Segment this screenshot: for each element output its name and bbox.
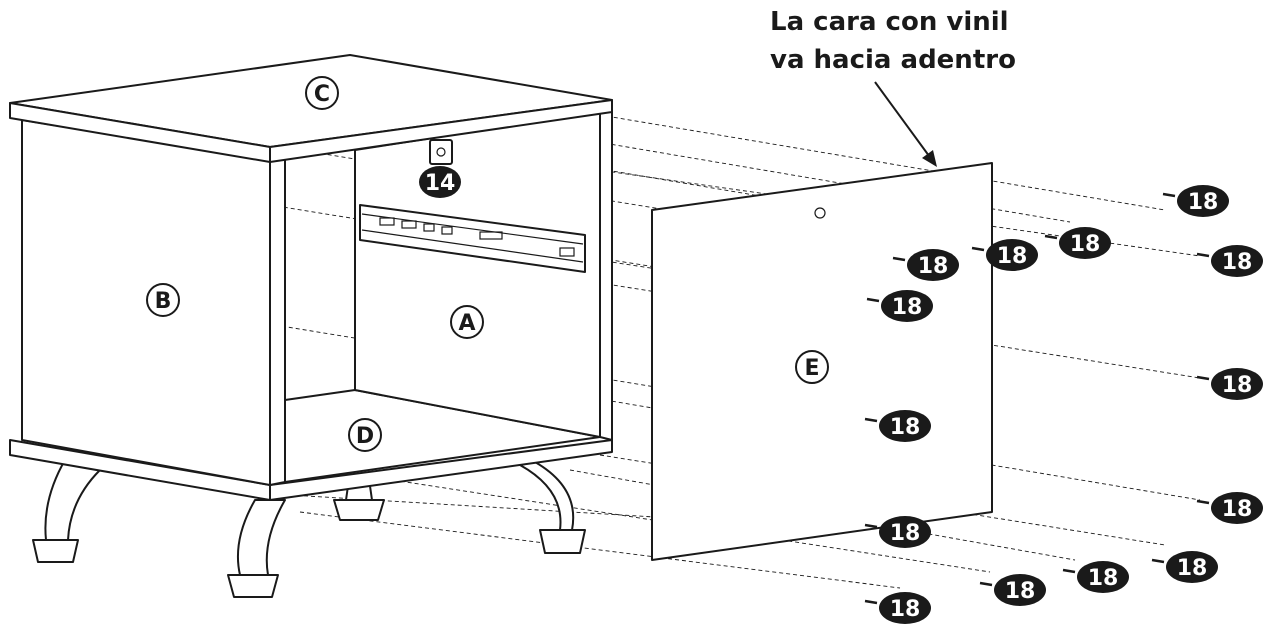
screw-icon: [1162, 192, 1176, 198]
panel-b-edge: [269, 157, 286, 486]
screw-badge-text: 18: [890, 521, 921, 546]
screw-icon: [979, 581, 993, 587]
screw-icon: [864, 599, 878, 605]
panel-right-edge: [599, 109, 613, 441]
screw-badge-18: 18: [1196, 368, 1263, 400]
label-a-text: A: [458, 311, 475, 336]
screw-badge-18: 18: [1162, 185, 1229, 217]
screw-badge-text: 18: [1222, 373, 1253, 398]
screw-badge-text: 18: [1222, 497, 1253, 522]
screw-badge-18: 18: [1062, 561, 1129, 593]
screw-badge-18: 18: [864, 592, 931, 624]
screw-badge-18: 18: [864, 516, 931, 548]
screw-badge-18: 18: [892, 249, 959, 281]
screw-badge-18: 18: [979, 574, 1046, 606]
screw-icon: [866, 297, 880, 303]
screw-icon: [864, 523, 878, 529]
furniture-legs: [32, 459, 586, 598]
screw-badge-text: 18: [892, 295, 923, 320]
screw-icon: [1151, 558, 1165, 564]
label-b: B: [146, 283, 180, 317]
screw-icon: [1044, 234, 1058, 240]
panel-a-back: [354, 111, 601, 438]
label-e: E: [795, 350, 829, 384]
screw-badge-text: 18: [890, 597, 921, 622]
screw-badge-18: 18: [1196, 492, 1263, 524]
panel-e-hole: [814, 207, 826, 219]
badge-14: 14: [419, 166, 461, 198]
screw-icon: [971, 246, 985, 252]
bottom-side-edge: [269, 439, 613, 501]
screw-badge-18: 18: [864, 410, 931, 442]
screw-icon: [1062, 568, 1076, 574]
screw-badge-text: 18: [890, 415, 921, 440]
label-c: C: [305, 76, 339, 110]
note-arrow: [874, 81, 937, 167]
screw-badge-18: 18: [866, 290, 933, 322]
screw-badge-text: 18: [1177, 556, 1208, 581]
screw-icon: [892, 256, 906, 262]
screw-badge-text: 18: [997, 244, 1028, 269]
screw-badge-text: 18: [918, 254, 949, 279]
screw-badge-18: 18: [1151, 551, 1218, 583]
drawer-slide: [359, 204, 586, 273]
screw-badge-text: 18: [1222, 250, 1253, 275]
screw-badge-18: 18: [1196, 245, 1263, 277]
label-d-text: D: [356, 424, 374, 449]
screw-icon: [1196, 252, 1210, 258]
screw-badge-text: 18: [1088, 566, 1119, 591]
screw-badges: 18 18 18 18 18 18 18 18 18 18 18 18 18 18: [864, 185, 1263, 624]
label-a: A: [450, 305, 484, 339]
screw-badge-18: 18: [971, 239, 1038, 271]
cabinet: [9, 54, 613, 501]
label-e-text: E: [804, 356, 819, 381]
note-line-1: La cara con vinil: [770, 7, 1009, 37]
panel-b-side: [21, 119, 271, 486]
label-d: D: [348, 418, 382, 452]
bracket-14: [429, 139, 453, 165]
screw-badge-18: 18: [1044, 227, 1111, 259]
label-c-text: C: [314, 82, 330, 107]
screw-badge-text: 18: [1188, 190, 1219, 215]
screw-badge-text: 18: [1070, 232, 1101, 257]
note-line-2: va hacia adentro: [770, 45, 1016, 75]
screw-icon: [1196, 499, 1210, 505]
label-b-text: B: [155, 289, 172, 314]
screw-icon: [1196, 375, 1210, 381]
screw-icon: [864, 417, 878, 423]
badge-14-text: 14: [425, 171, 456, 196]
panel-c-side-edge: [269, 99, 613, 163]
screw-badge-text: 18: [1005, 579, 1036, 604]
